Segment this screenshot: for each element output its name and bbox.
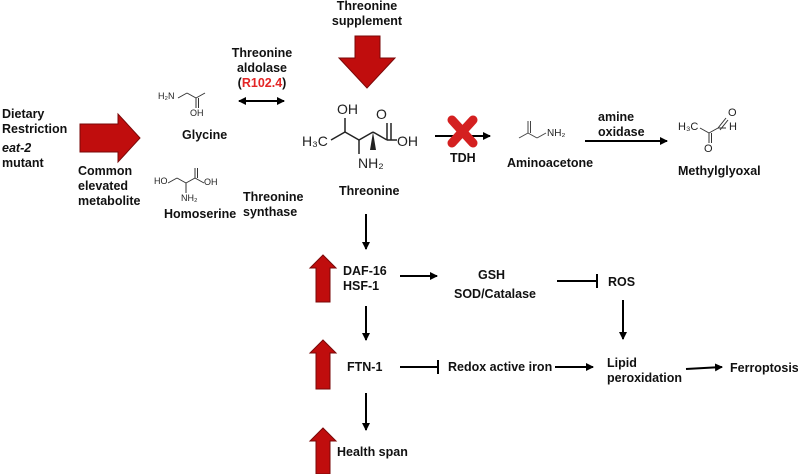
red-up-arrow-daf16 bbox=[308, 254, 338, 303]
supplement-label-1: Threonine bbox=[336, 0, 398, 13]
eat2-label: eat-2 bbox=[2, 141, 32, 155]
mutant-label: mutant bbox=[2, 156, 44, 170]
hsf1-label: HSF-1 bbox=[343, 279, 380, 293]
methylglyoxal-structure bbox=[699, 117, 729, 143]
daf16-label: DAF-16 bbox=[343, 264, 387, 278]
synthase-label-1: Threonine bbox=[243, 190, 304, 204]
aminoacetone-label: Aminoacetone bbox=[507, 156, 594, 170]
aldolase-label-2: aldolase bbox=[236, 61, 288, 75]
amine-oxidase-label-1: amine bbox=[598, 110, 635, 124]
threonine-label: Threonine bbox=[339, 184, 400, 198]
red-up-arrow-ftn1 bbox=[308, 339, 338, 390]
glycine-h2n: H₂N bbox=[158, 91, 175, 101]
homoserine-oh: OH bbox=[204, 177, 218, 187]
threonine-wedge bbox=[370, 132, 376, 150]
common-label-1: Common bbox=[78, 164, 133, 178]
red-up-arrow-healthspan bbox=[308, 427, 338, 474]
threonine-structure bbox=[330, 118, 397, 154]
lipid-to-ferroptosis-arrow bbox=[685, 363, 723, 372]
aminoacetone-nh2: NH₂ bbox=[547, 128, 566, 139]
threonine-nh2: NH₂ bbox=[358, 155, 384, 171]
lipid-label-1: Lipid bbox=[607, 356, 637, 370]
ros-label: ROS bbox=[608, 275, 636, 289]
homoserine-nh2: NH₂ bbox=[181, 193, 198, 203]
threonine-oh: OH bbox=[397, 133, 418, 149]
redox-iron-label: Redox active iron bbox=[448, 360, 553, 374]
red-block-arrow-down bbox=[337, 35, 397, 89]
methylglyoxal-label: Methylglyoxal bbox=[678, 164, 761, 178]
red-block-arrow-right bbox=[79, 112, 141, 164]
common-label-2: elevated bbox=[78, 179, 129, 193]
threonine-oh-top: OH bbox=[337, 101, 358, 117]
blocked-cross-icon bbox=[447, 115, 478, 148]
gene-r1024: R102.4 bbox=[241, 76, 283, 90]
dietary-label-2: Restriction bbox=[2, 122, 68, 136]
supplement-label-2: supplement bbox=[331, 14, 403, 28]
synthase-label-2: synthase bbox=[243, 205, 298, 219]
tdh-label: TDH bbox=[450, 151, 476, 165]
glycine-structure bbox=[177, 92, 206, 108]
ferroptosis-label: Ferroptosis bbox=[730, 361, 798, 375]
methylglyoxal-o-top: O bbox=[728, 107, 737, 119]
threonine-h3c: H₃C bbox=[302, 133, 328, 149]
homoserine-ho: HO bbox=[154, 176, 168, 186]
common-label-3: metabolite bbox=[78, 194, 141, 208]
methylglyoxal-h3c: H₃C bbox=[678, 121, 699, 133]
glycine-oh: OH bbox=[190, 108, 204, 118]
ftn1-label: FTN-1 bbox=[347, 360, 383, 374]
aldolase-gene-label: (R102.4) bbox=[237, 76, 287, 90]
threonine-o: O bbox=[376, 106, 387, 122]
gsh-label: GSH bbox=[478, 268, 506, 282]
healthspan-label: Health span bbox=[337, 445, 408, 459]
dietary-label-1: Dietary bbox=[2, 107, 45, 121]
methylglyoxal-h: H bbox=[729, 121, 737, 133]
lipid-label-2: peroxidation bbox=[607, 371, 683, 385]
methylglyoxal-o-bottom: O bbox=[704, 143, 713, 155]
sod-catalase-label: SOD/Catalase bbox=[454, 287, 536, 301]
homoserine-label: Homoserine bbox=[164, 207, 237, 221]
aldolase-label-1: Threonine bbox=[231, 46, 293, 60]
aminoacetone-structure bbox=[518, 121, 547, 139]
homoserine-structure bbox=[167, 168, 205, 193]
amine-oxidase-label-2: oxidase bbox=[598, 125, 645, 139]
glycine-label: Glycine bbox=[182, 128, 228, 142]
